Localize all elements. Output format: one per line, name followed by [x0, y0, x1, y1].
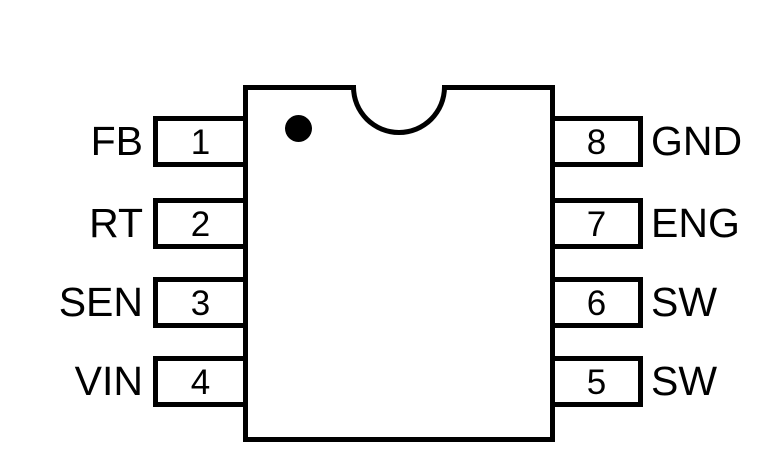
pin-label-rt: RT — [89, 200, 143, 246]
pin1-indicator-dot-icon — [285, 115, 312, 142]
pin-number-7: 7 — [586, 205, 607, 244]
pin-box-4: 4 — [153, 356, 248, 407]
pin-number-4: 4 — [190, 363, 211, 402]
pin-box-3: 3 — [153, 277, 248, 328]
pin-label-sen: SEN — [58, 279, 143, 325]
pin-label-gnd: GND — [651, 118, 743, 164]
pin-box-5: 5 — [550, 356, 643, 407]
pin-label-eng: ENG — [651, 200, 740, 246]
pin-label-fb: FB — [90, 118, 143, 164]
pin-box-7: 7 — [550, 198, 643, 249]
pin-number-1: 1 — [190, 123, 211, 162]
pin-number-2: 2 — [190, 205, 211, 244]
pin-number-8: 8 — [586, 123, 607, 162]
pin-number-5: 5 — [586, 363, 607, 402]
pin-box-6: 6 — [550, 277, 643, 328]
pin-box-1: 1 — [153, 116, 248, 167]
pin-label-sw-5: SW — [651, 358, 718, 404]
pin-label-sw-6: SW — [651, 279, 718, 325]
pin-number-6: 6 — [586, 284, 607, 323]
pin-label-vin: VIN — [74, 358, 143, 404]
pin-box-8: 8 — [550, 116, 643, 167]
pin-number-3: 3 — [190, 284, 211, 323]
pin-box-2: 2 — [153, 198, 248, 249]
